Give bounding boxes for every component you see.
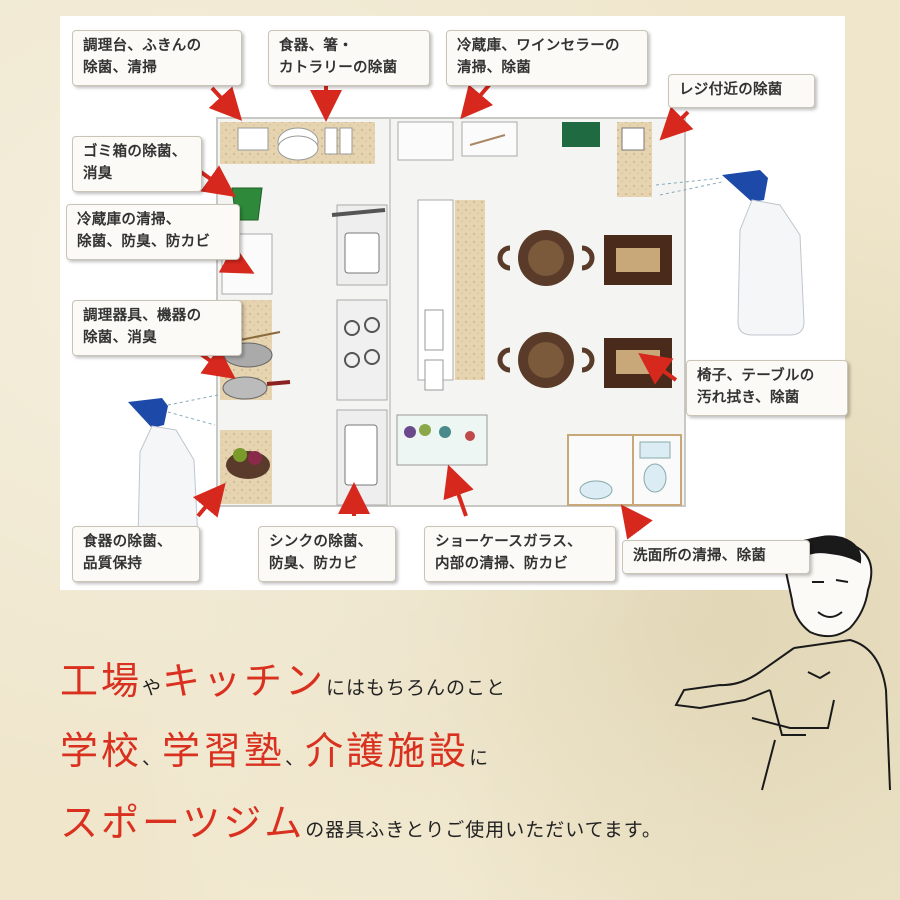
callout-sink: シンクの除菌、 防臭、防カビ bbox=[258, 526, 396, 582]
tagline-cram-school: 学習塾 bbox=[162, 729, 286, 773]
round-table-2 bbox=[497, 332, 595, 388]
tagline-ni: に bbox=[469, 747, 490, 769]
tagline-ya: や bbox=[142, 677, 163, 699]
tagline-usage: の器具ふきとりご使用いただいてます。 bbox=[305, 819, 662, 841]
tagline-school: 学校 bbox=[60, 729, 143, 773]
round-table-1 bbox=[497, 230, 595, 286]
callout-counter: 調理台、ふきんの 除菌、清掃 bbox=[72, 30, 242, 86]
spray-bottle-right bbox=[655, 170, 805, 336]
tagline-line-2: 学校、学習塾、介護施設に bbox=[60, 720, 489, 775]
tagline-kitchen: キッチン bbox=[162, 659, 327, 703]
callout-washroom: 洗面所の清掃、除菌 bbox=[622, 540, 810, 574]
cloth bbox=[237, 127, 269, 151]
callout-trash: ゴミ箱の除菌、 消臭 bbox=[72, 136, 202, 192]
tagline-of-course: にはもちろんのこと bbox=[326, 677, 507, 699]
counter-center bbox=[455, 200, 485, 380]
pan bbox=[222, 376, 268, 400]
tagline-line-3: スポーツジムの器具ふきとりご使用いただいてます。 bbox=[60, 792, 662, 847]
cups bbox=[324, 127, 338, 155]
tagline-line-1: 工場やキッチンにはもちろんのこと bbox=[60, 650, 506, 705]
tagline-care-facility: 介護施設 bbox=[305, 729, 470, 773]
callout-fridge-wine: 冷蔵庫、ワインセラーの 清掃、除菌 bbox=[446, 30, 648, 86]
callout-dishes: 食器の除菌、 品質保持 bbox=[72, 526, 200, 582]
tagline-comma-2: 、 bbox=[285, 747, 306, 769]
wine-cellar bbox=[461, 121, 518, 157]
register-mat bbox=[562, 122, 600, 147]
tagline-factory: 工場 bbox=[60, 659, 143, 703]
showcase bbox=[396, 414, 488, 466]
rect-table-1 bbox=[604, 235, 672, 285]
callout-fridge: 冷蔵庫の清掃、 除菌、防臭、防カビ bbox=[66, 204, 240, 260]
fruit-bowl bbox=[226, 451, 270, 479]
center-fridge bbox=[417, 199, 454, 381]
washbasin bbox=[579, 480, 613, 500]
callout-register: レジ付近の除菌 bbox=[668, 74, 815, 108]
tagline-comma-1: 、 bbox=[142, 747, 163, 769]
register bbox=[621, 127, 645, 151]
stove bbox=[336, 299, 388, 401]
callout-utensils: 調理器具、機器の 除菌、消臭 bbox=[72, 300, 242, 356]
callout-showcase: ショーケースガラス、 内部の清掃、防カビ bbox=[424, 526, 616, 582]
callout-tableware: 食器、箸・ カトラリーの除菌 bbox=[268, 30, 430, 86]
rect-table-2 bbox=[604, 338, 672, 388]
toilet bbox=[643, 463, 667, 493]
presenter-illustration bbox=[674, 535, 891, 791]
callout-chairs: 椅子、テーブルの 汚れ拭き、除菌 bbox=[686, 360, 848, 416]
tagline-sports-gym: スポーツジム bbox=[60, 801, 306, 845]
fridge-top bbox=[397, 121, 454, 161]
